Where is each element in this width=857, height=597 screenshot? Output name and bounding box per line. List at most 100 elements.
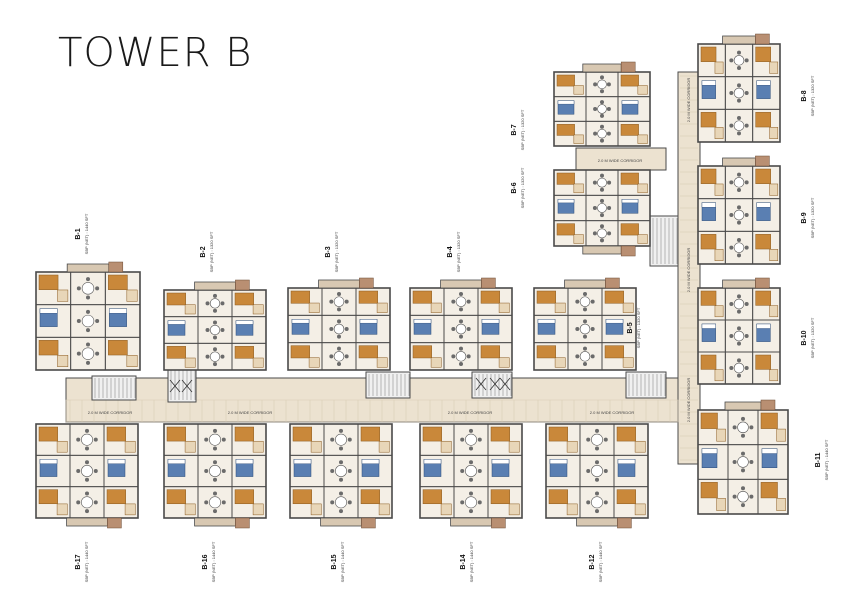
chair: [583, 334, 587, 339]
unit-label: B-9: [801, 212, 808, 223]
chair: [737, 373, 741, 378]
bed-furniture: [358, 345, 378, 359]
pillow: [537, 319, 556, 324]
chair: [460, 500, 465, 505]
utility-area: [235, 279, 250, 291]
dining-table: [81, 465, 93, 477]
chair: [76, 437, 81, 442]
utility-area: [620, 61, 636, 73]
unit-b-16: [163, 423, 267, 529]
unit-area-label: SBP (NET) : 1320 SFT: [810, 75, 815, 116]
unit-b-11: [697, 399, 789, 515]
bed-furniture: [536, 290, 556, 304]
balcony: [450, 517, 492, 527]
utility-area: [620, 245, 636, 257]
chair: [600, 124, 604, 129]
unit-b-9: [697, 155, 781, 265]
dining-table: [597, 104, 607, 114]
wardrobe: [776, 428, 786, 442]
utility-area: [107, 517, 122, 529]
pillow: [107, 459, 126, 464]
chair: [477, 500, 482, 505]
pillow: [549, 459, 568, 464]
bed-furniture: [234, 426, 254, 442]
chair: [744, 180, 749, 185]
bed-furniture: [755, 234, 771, 250]
pillow: [621, 199, 639, 204]
chair: [213, 491, 217, 496]
chair: [76, 500, 81, 505]
dining-table: [737, 490, 749, 503]
chair: [737, 65, 741, 70]
dining-table: [597, 128, 607, 139]
chair: [205, 328, 210, 332]
pillow: [413, 319, 432, 324]
chair: [600, 75, 604, 80]
pillow: [701, 80, 716, 86]
chair: [737, 358, 741, 363]
chair: [737, 131, 741, 136]
chair: [76, 286, 81, 291]
wardrobe: [184, 503, 196, 516]
pillow: [235, 320, 254, 325]
wardrobe: [376, 302, 388, 313]
chair: [744, 58, 749, 63]
lift-cross: [181, 379, 193, 393]
corridor-tile-band: [65, 399, 679, 423]
bed-furniture: [38, 489, 58, 505]
unit-b-6: [553, 169, 651, 257]
unit-label: B-5: [627, 322, 634, 333]
chair: [76, 351, 81, 356]
chair: [93, 500, 98, 505]
chair: [329, 299, 334, 304]
utility-area: [755, 277, 770, 289]
dining-table: [733, 55, 745, 66]
room-wall: [757, 478, 789, 515]
wardrobe: [776, 498, 786, 511]
dining-table: [333, 296, 345, 307]
wardrobe: [56, 503, 68, 516]
chair: [575, 354, 580, 359]
balcony: [722, 157, 756, 167]
bed-furniture: [604, 290, 624, 304]
chair: [603, 500, 608, 505]
chair: [344, 327, 349, 331]
wardrobe: [634, 440, 646, 453]
chair: [729, 334, 734, 338]
wardrobe: [430, 357, 442, 368]
chair: [460, 437, 465, 442]
dining-table: [579, 323, 591, 335]
bed-furniture: [620, 124, 639, 136]
chair: [329, 327, 334, 331]
chair: [93, 469, 98, 473]
page-title: TOWER B: [58, 30, 253, 76]
bed-furniture: [755, 290, 771, 306]
balcony: [722, 35, 756, 45]
pillow: [756, 323, 771, 329]
chair: [749, 494, 754, 499]
bed-furniture: [556, 223, 575, 236]
utility-area: [760, 399, 776, 411]
chair: [347, 469, 352, 473]
chair: [729, 366, 734, 370]
wardrobe: [308, 302, 320, 313]
balcony: [582, 63, 622, 73]
chair: [459, 334, 463, 339]
dining-table: [81, 282, 95, 295]
corridor-label: 2.0 M WIDE CORRIDOR: [228, 410, 273, 415]
chair: [95, 319, 100, 323]
chair: [469, 428, 473, 433]
bed-furniture: [755, 168, 771, 184]
room-wall: [752, 230, 781, 265]
chair: [204, 500, 209, 505]
unit-label: B-10: [801, 330, 808, 345]
unit-area-label: SBP (NET) : 1440 SFT: [340, 541, 345, 582]
chair: [86, 277, 90, 282]
chair: [729, 180, 734, 185]
bed-furniture: [556, 74, 575, 87]
chair: [603, 437, 608, 442]
chair: [204, 469, 209, 473]
utility-area: [481, 277, 496, 289]
chair: [337, 334, 341, 339]
bed-furniture: [480, 345, 500, 359]
